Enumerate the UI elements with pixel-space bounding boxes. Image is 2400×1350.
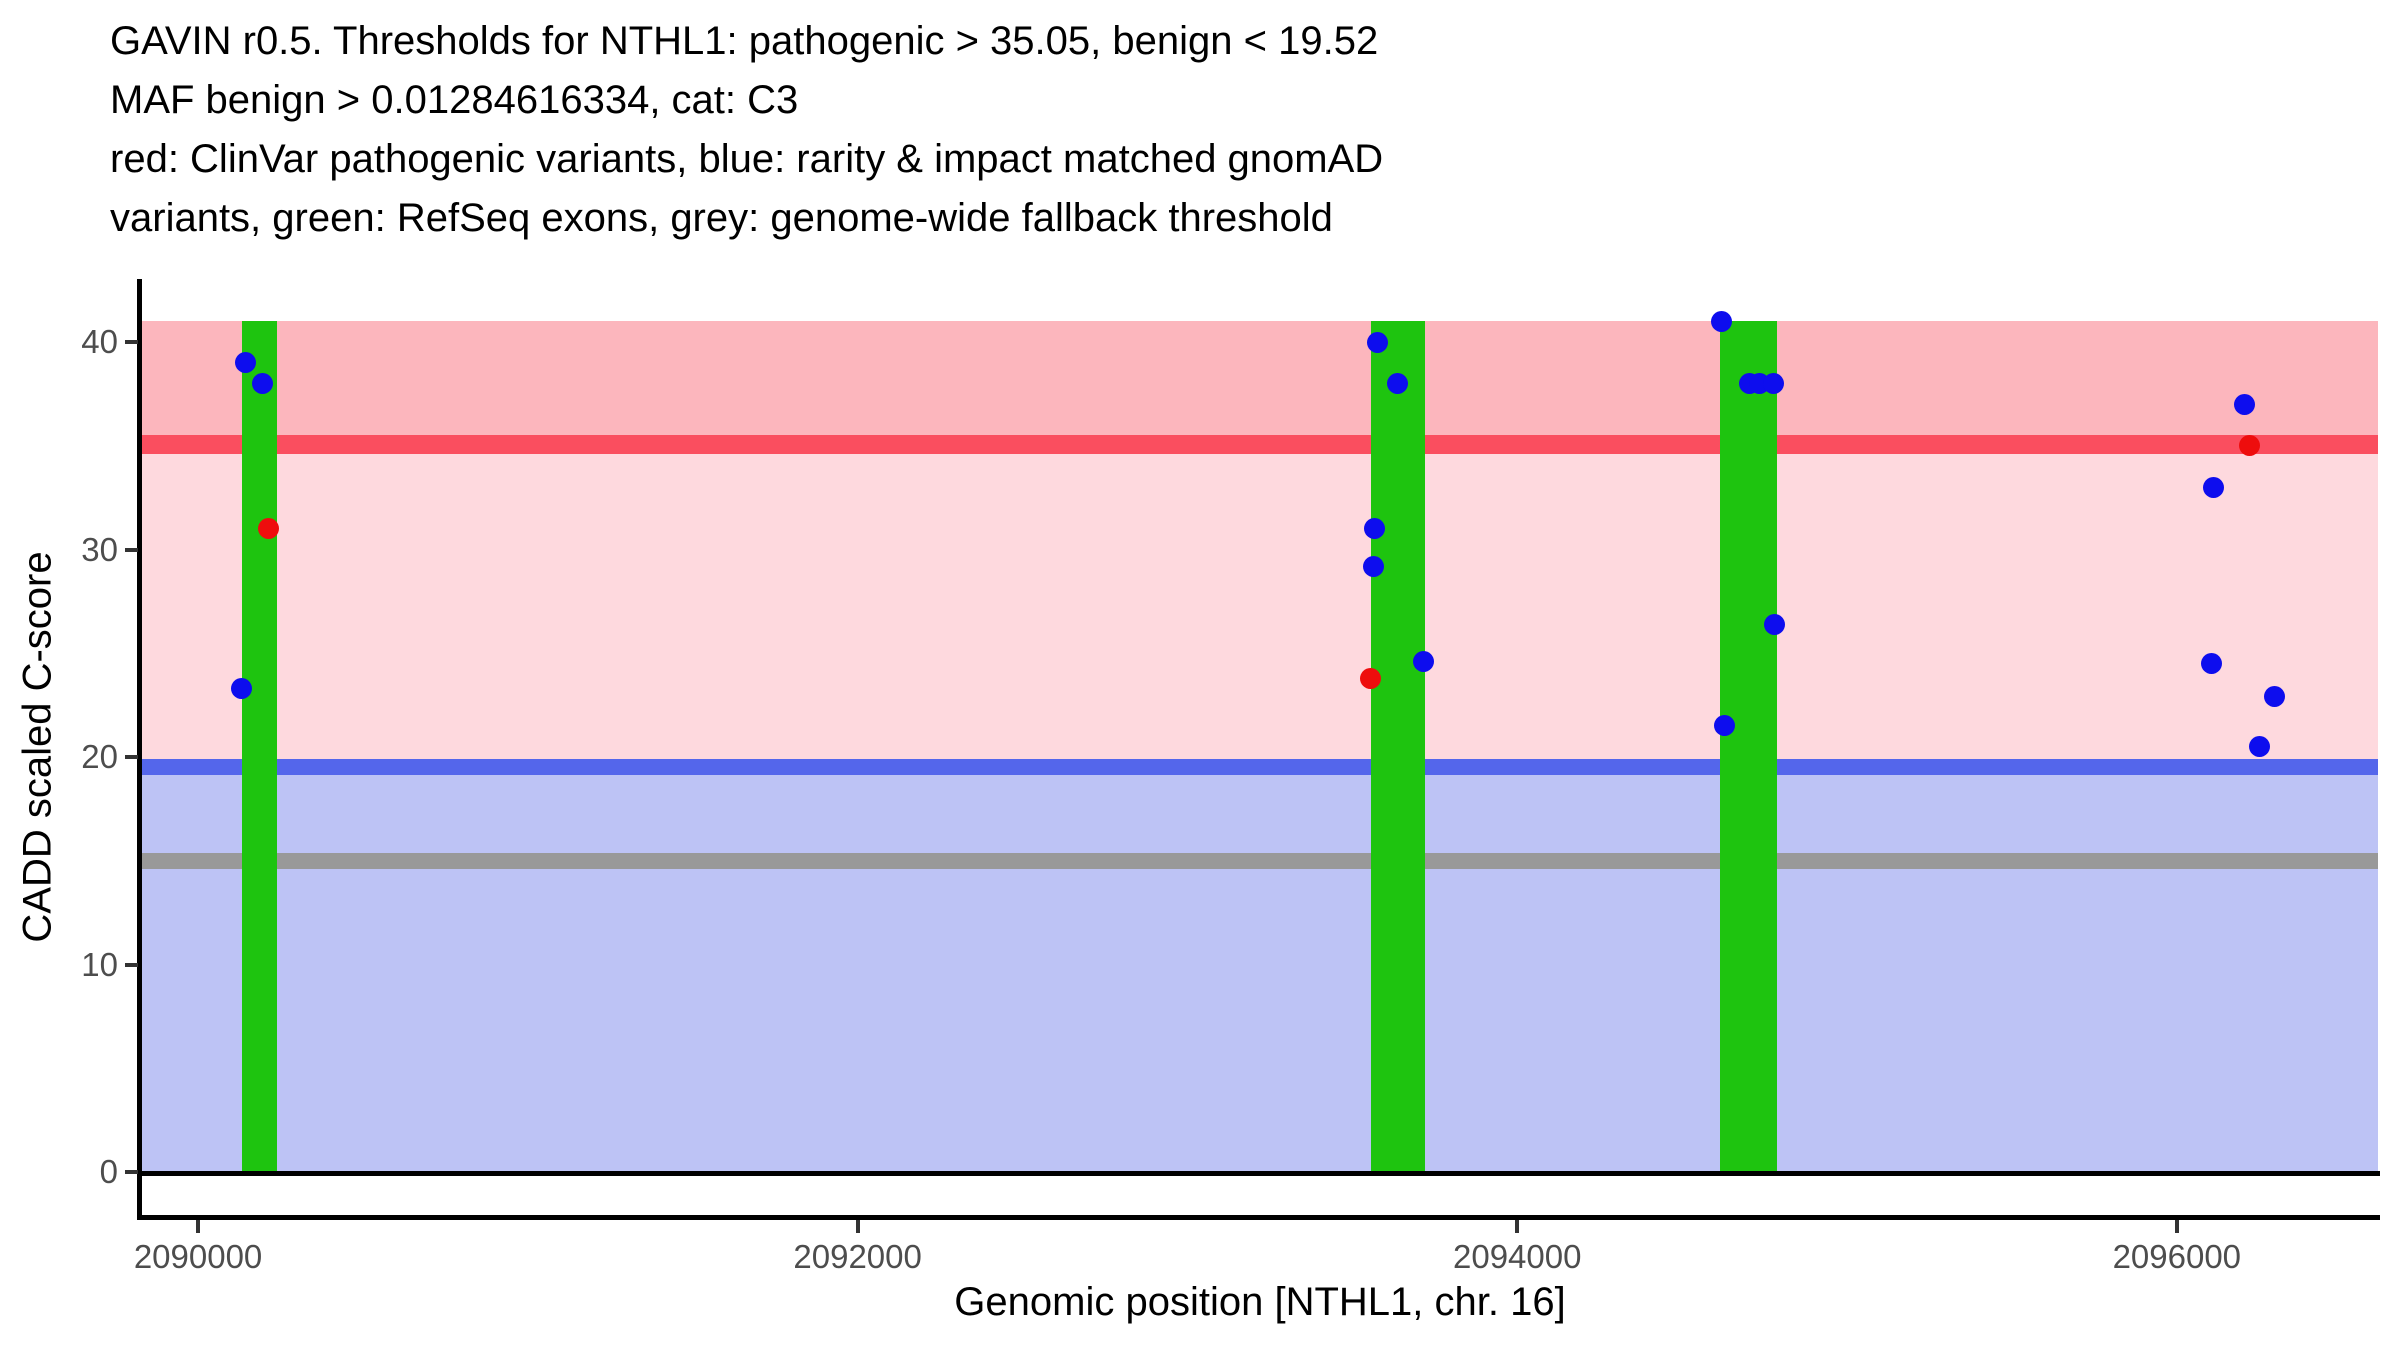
zero-baseline [137,1171,2380,1177]
benign-threshold [142,759,2378,776]
gnomad-variant-point [1764,613,1786,635]
y-axis-line [137,279,142,1220]
gnomad-variant-point [2234,393,2256,415]
pathogenic-zone [142,321,2378,445]
x-tick-mark [855,1220,860,1233]
clinvar-pathogenic-variant-point [258,518,280,540]
y-tick-label: 40 [81,323,118,361]
y-tick-mark [125,547,138,552]
y-tick-label: 10 [81,945,118,983]
gnomad-variant-point [1413,651,1435,673]
refseq-exon-2 [1370,321,1425,1173]
x-axis-line [137,1215,2380,1220]
gnomad-variant-point [1386,373,1408,395]
gnomad-variant-point [2201,653,2223,675]
vus-zone [142,444,2378,768]
refseq-exon-1 [241,321,278,1173]
y-tick-mark [125,755,138,760]
x-tick-label: 2092000 [793,1238,922,1275]
x-tick-mark [196,1220,201,1233]
gnomad-variant-point [2203,476,2225,498]
x-tick-mark [2174,1220,2179,1233]
benign-zone [142,767,2378,1173]
gnomad-variant-point [1710,310,1732,332]
gnomad-variant-point [1763,373,1785,395]
plot-title-line-4: variants, green: RefSeq exons, grey: gen… [110,196,1333,240]
y-axis-title: CADD scaled C-score [15,551,60,943]
genome-wide-fallback-threshold [142,852,2378,869]
gnomad-variant-point [234,352,256,374]
y-tick-mark [125,962,138,967]
plot-title-line-1: GAVIN r0.5. Thresholds for NTHL1: pathog… [110,19,1379,63]
gnomad-variant-point [251,373,273,395]
gnomad-variant-point [1363,518,1385,540]
gnomad-variant-point [1367,331,1389,353]
clinvar-pathogenic-variant-point [2239,435,2261,457]
x-tick-label: 2090000 [133,1238,263,1275]
y-tick-mark [125,340,138,345]
gnomad-variant-point [1362,555,1384,577]
x-tick-mark [1515,1220,1520,1233]
plot-title-line-3: red: ClinVar pathogenic variants, blue: … [110,137,1384,181]
plot-title: GAVIN r0.5. Thresholds for NTHL1: pathog… [110,12,1383,248]
gnomad-variant-point [1714,715,1736,737]
y-tick-label: 30 [81,530,118,568]
x-axis-title: Genomic position [NTHL1, chr. 16] [954,1280,1566,1324]
x-tick-label: 2094000 [1452,1238,1582,1275]
y-tick-label: 20 [81,738,118,776]
plot-title-line-2: MAF benign > 0.01284616334, cat: C3 [110,78,799,122]
x-tick-label: 2096000 [2112,1238,2242,1275]
y-tick-mark [125,1170,138,1175]
y-tick-label: 0 [99,1153,118,1191]
gnomad-variant-point [231,678,253,700]
clinvar-pathogenic-variant-point [1360,667,1382,689]
refseq-exon-3 [1719,321,1777,1173]
gnomad-variant-point [2249,736,2271,758]
gnomad-variant-point [2264,686,2286,708]
pathogenic-threshold [142,435,2378,455]
